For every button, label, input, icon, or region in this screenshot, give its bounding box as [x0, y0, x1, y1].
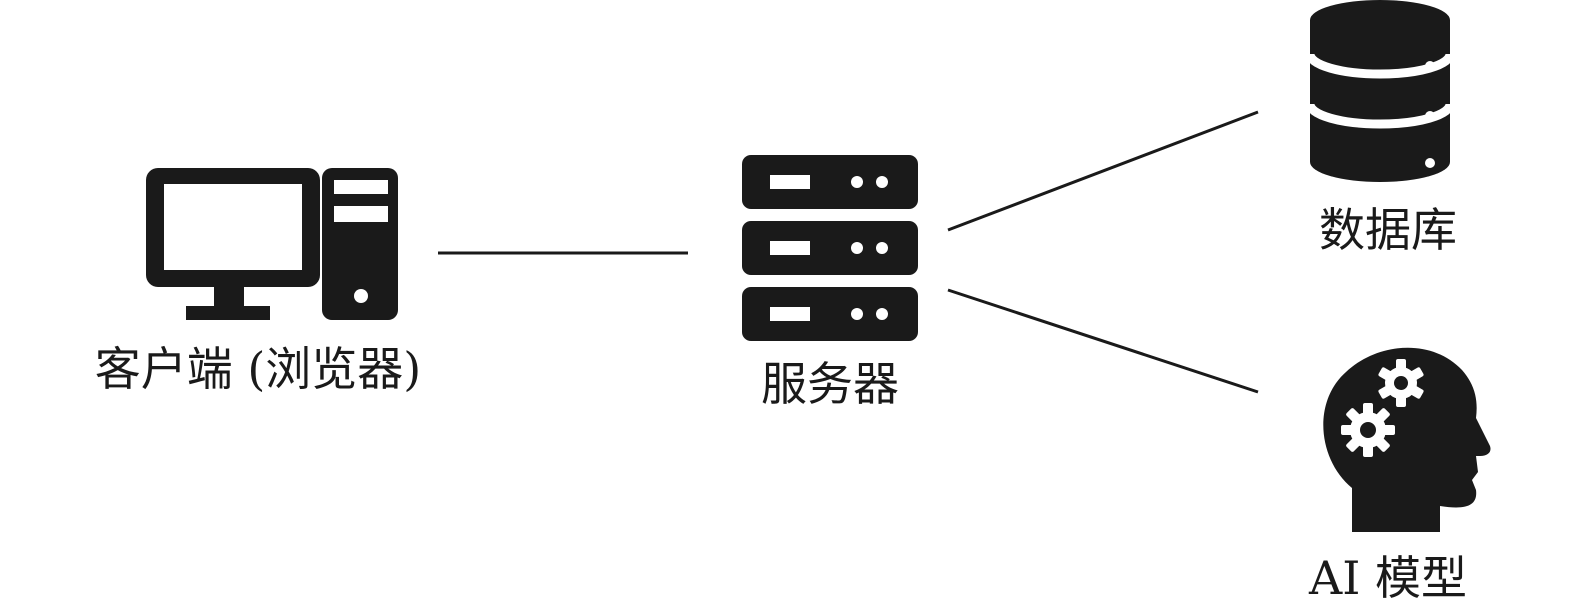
server-label: 服务器: [761, 357, 899, 411]
ai-model-label: AI 模型: [1308, 551, 1467, 605]
ai-brain-gears-icon: [1323, 347, 1491, 532]
server-database-connector: [947, 110, 1259, 232]
server-rack-icon: [742, 155, 918, 341]
database-icon: [1305, 0, 1455, 182]
server-ai-connector: [947, 288, 1259, 394]
database-label: 数据库: [1319, 203, 1457, 257]
desktop-computer-icon: [146, 168, 398, 320]
client-label: 客户端 (浏览器): [95, 342, 422, 396]
